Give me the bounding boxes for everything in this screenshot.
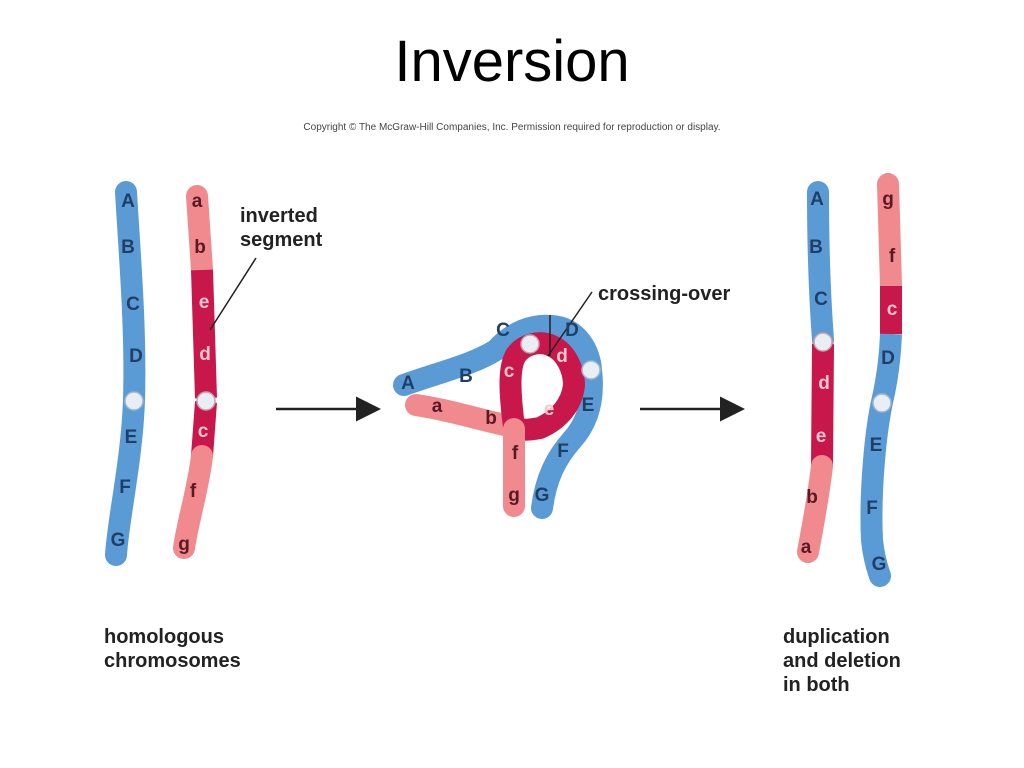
right-2-centromere (872, 393, 892, 413)
gene-label: G (872, 554, 887, 575)
gene-label: D (881, 348, 895, 369)
gene-label: e (544, 399, 555, 420)
gene-label: c (887, 299, 898, 320)
right-1-centromere (813, 332, 833, 352)
gene-label: C (496, 320, 510, 341)
page-title: Inversion (394, 29, 630, 94)
gene-label: b (194, 237, 206, 258)
gene-label: F (119, 477, 131, 498)
gene-label: g (178, 534, 190, 555)
inverted-segment-label: inverted segment (240, 205, 323, 251)
gene-label: B (459, 366, 473, 387)
gene-label: f (190, 481, 197, 502)
loop-blue-chromosome (393, 314, 603, 519)
gene-label: a (801, 537, 812, 558)
gene-label: E (870, 435, 883, 456)
right-chromosome-1 (797, 181, 834, 563)
gene-label: d (818, 373, 830, 394)
gene-label: d (199, 344, 211, 365)
crossing-over-label: crossing-over (598, 283, 730, 305)
left-pink-chromosome (173, 185, 217, 559)
left-pink-centromere (196, 391, 216, 411)
gene-label: b (485, 408, 497, 429)
gene-label: g (508, 485, 520, 506)
gene-label: c (198, 421, 209, 442)
loop-blue-centromere (581, 360, 601, 380)
gene-label: E (125, 427, 138, 448)
gene-label: d (556, 346, 568, 367)
gene-label: e (816, 426, 827, 447)
gene-label: a (432, 396, 443, 417)
right-chromosome-2 (860, 173, 902, 587)
gene-label: g (882, 189, 894, 210)
loop-pink-centromere (520, 334, 540, 354)
gene-label: A (401, 373, 415, 394)
homologous-chromosomes-caption: homologous chromosomes (104, 626, 241, 672)
crossing-over-pointer (547, 291, 593, 357)
gene-label: F (866, 498, 878, 519)
gene-label: A (810, 189, 824, 210)
gene-label: b (806, 487, 818, 508)
gene-label: G (111, 530, 126, 551)
gene-label: C (126, 294, 140, 315)
gene-label: c (504, 361, 515, 382)
gene-label: f (512, 443, 519, 464)
gene-label: f (889, 246, 896, 267)
gene-label: A (121, 191, 135, 212)
left-blue-centromere (124, 391, 144, 411)
gene-label: e (199, 292, 210, 313)
gene-label: D (565, 320, 579, 341)
result-caption: duplication and deletion in both (783, 626, 906, 696)
gene-label: G (535, 485, 550, 506)
gene-label: D (129, 346, 143, 367)
gene-label: B (809, 237, 823, 258)
loop-pink-chromosome (405, 332, 586, 517)
gene-label: a (192, 191, 203, 212)
gene-label: C (814, 289, 828, 310)
copyright-notice: Copyright © The McGraw-Hill Companies, I… (303, 122, 721, 133)
gene-label: B (121, 237, 135, 258)
gene-label: F (557, 441, 569, 462)
inverted-segment-pointer (209, 257, 257, 331)
gene-label: E (582, 395, 595, 416)
